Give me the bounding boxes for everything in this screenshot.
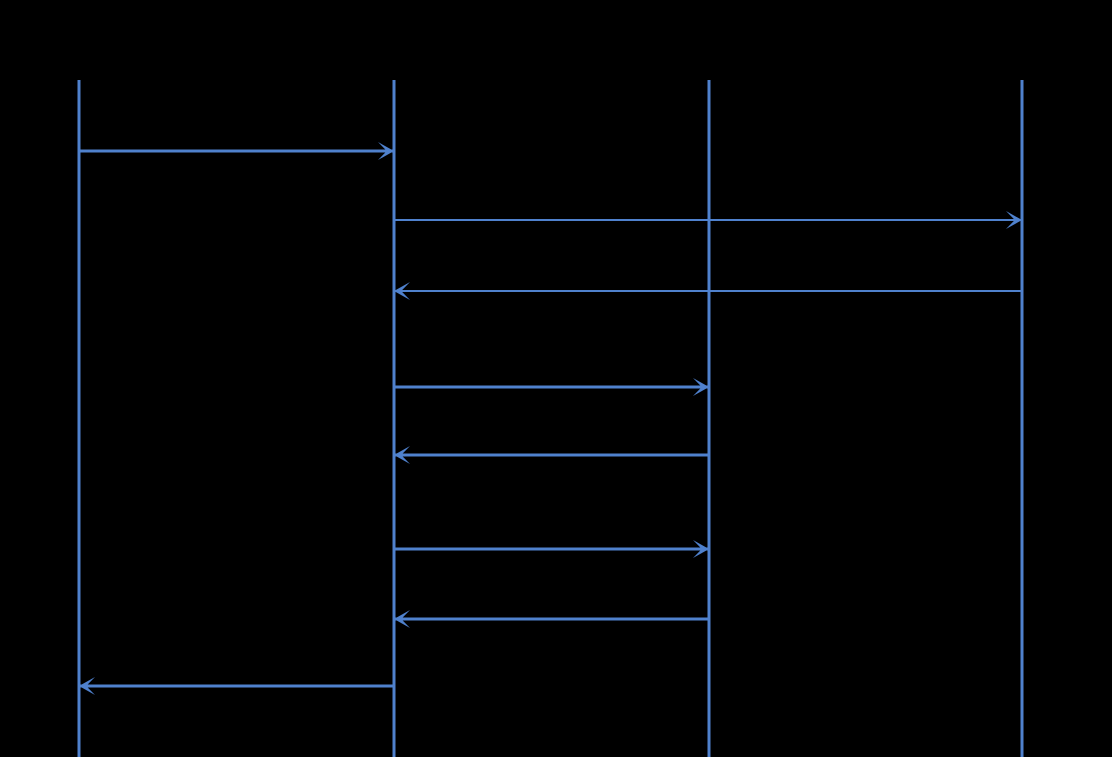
arrowhead-m2 [1006, 211, 1022, 229]
lifelines-group [77, 80, 1024, 757]
arrowhead-m7 [394, 610, 410, 628]
arrowhead-m3 [394, 282, 410, 300]
arrowhead-m6 [693, 540, 709, 558]
arrowhead-m4 [693, 378, 709, 396]
arrowhead-m8 [79, 677, 95, 695]
arrowhead-m5 [394, 446, 410, 464]
messages-group [79, 142, 1022, 695]
arrowhead-m1 [378, 142, 394, 160]
